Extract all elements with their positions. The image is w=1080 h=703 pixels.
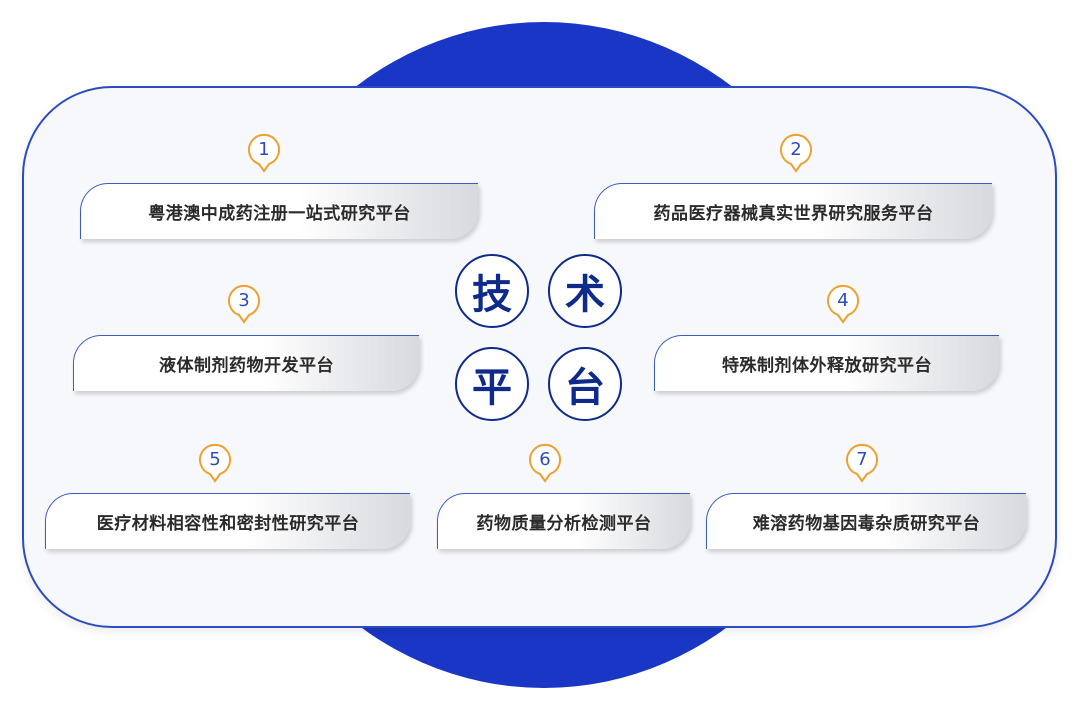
number-marker-6: 6 — [528, 443, 562, 483]
map-pin-icon — [248, 133, 280, 173]
number-marker-5: 5 — [198, 443, 232, 483]
title-char: 术 — [565, 272, 605, 318]
platform-label: 难溶药物基因毒杂质研究平台 — [752, 514, 981, 534]
number-marker-3: 3 — [227, 284, 261, 324]
map-pin-icon — [228, 284, 260, 324]
title-char-circle: 技 — [455, 254, 529, 328]
platform-label: 特殊制剂体外释放研究平台 — [722, 356, 932, 376]
platform-item-5: 医疗材料相容性和密封性研究平台 — [45, 493, 410, 549]
platform-label: 药物质量分析检测平台 — [476, 514, 652, 534]
platform-item-3: 液体制剂药物开发平台 — [73, 335, 419, 391]
title-char-circle: 台 — [548, 347, 622, 421]
map-pin-icon — [529, 443, 561, 483]
platform-label: 液体制剂药物开发平台 — [159, 356, 334, 376]
platform-item-2: 药品医疗器械真实世界研究服务平台 — [594, 183, 992, 239]
platform-item-7: 难溶药物基因毒杂质研究平台 — [706, 493, 1026, 549]
title-char-circle: 术 — [548, 254, 622, 328]
platform-label: 粤港澳中成药注册一站式研究平台 — [148, 204, 411, 224]
title-char: 台 — [565, 365, 605, 411]
title-char: 技 — [472, 272, 512, 318]
number-marker-4: 4 — [826, 284, 860, 324]
platform-item-6: 药物质量分析检测平台 — [437, 493, 690, 549]
platform-label: 药品医疗器械真实世界研究服务平台 — [653, 204, 934, 224]
map-pin-icon — [827, 284, 859, 324]
number-marker-1: 1 — [247, 133, 281, 173]
number-marker-7: 7 — [845, 443, 879, 483]
platform-item-4: 特殊制剂体外释放研究平台 — [654, 335, 999, 391]
map-pin-icon — [846, 443, 878, 483]
platform-label: 医疗材料相容性和密封性研究平台 — [96, 514, 360, 534]
number-marker-2: 2 — [779, 133, 813, 173]
map-pin-icon — [780, 133, 812, 173]
title-char-circle: 平 — [455, 347, 529, 421]
map-pin-icon — [199, 443, 231, 483]
platform-item-1: 粤港澳中成药注册一站式研究平台 — [80, 183, 478, 239]
title-char: 平 — [472, 365, 512, 411]
